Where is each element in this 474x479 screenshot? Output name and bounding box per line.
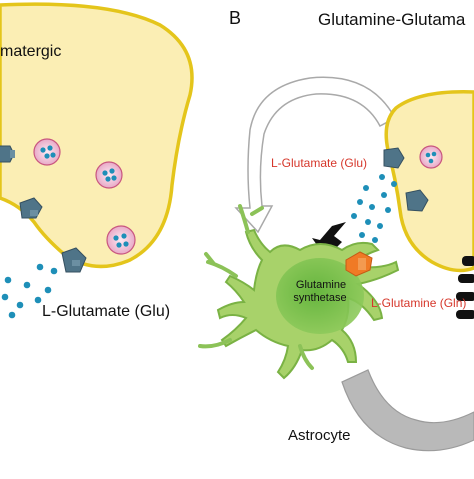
cycle-arrow-lower: [341, 369, 474, 452]
panel-b-letter: B: [229, 8, 242, 28]
synaptic-vesicle: [95, 161, 123, 189]
receptor: [405, 189, 429, 212]
synaptic-vesicle: [419, 145, 443, 169]
transporter: [345, 251, 373, 277]
synaptic-vesicle: [33, 138, 61, 166]
glutamate-molecules-a: [1, 263, 58, 319]
enzyme-label-line1: Glutamine: [295, 279, 347, 291]
receptor: [0, 145, 15, 163]
receptor: [383, 147, 405, 169]
presynaptic-terminal-b: [384, 90, 474, 273]
astrocyte-process: [198, 204, 314, 370]
glutamine-label: L-Glutamine (Gln): [371, 296, 467, 310]
presynaptic-terminal-a: [0, 2, 194, 269]
receptor: [19, 197, 43, 219]
glutamate-label-a: L-Glutamate (Glu): [42, 303, 171, 320]
synaptic-vesicle: [106, 225, 136, 255]
panel-b-title: Glutamine-Glutama: [318, 10, 466, 29]
edge-marks: [456, 256, 474, 319]
cycle-arrow-upper: [234, 76, 397, 234]
astrocyte-nucleus: [276, 258, 364, 334]
glutamate-label-b: L-Glutamate (Glu): [271, 156, 368, 170]
receptor: [61, 247, 87, 273]
glutamate-molecules-b: [351, 174, 397, 243]
panel-a-title-fragment: matergic: [0, 43, 62, 60]
enzyme-label-line2: synthetase: [293, 292, 347, 304]
astrocyte-label: Astrocyte: [288, 427, 351, 444]
